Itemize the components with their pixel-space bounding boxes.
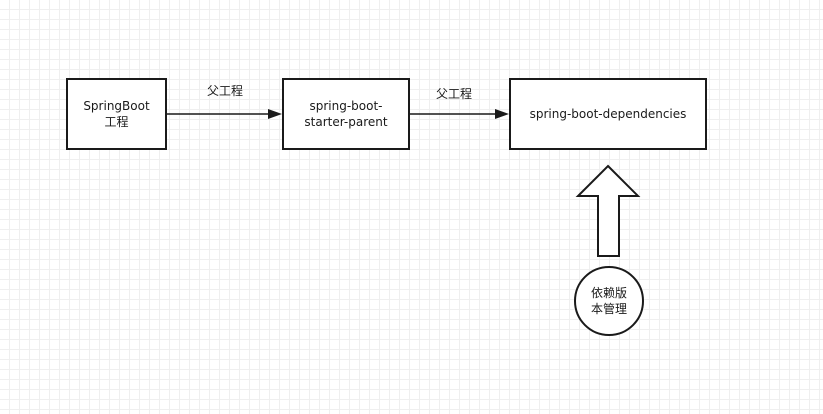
node-dependencies: spring-boot-dependencies	[509, 78, 707, 150]
node-dependencies-label: spring-boot-dependencies	[529, 107, 687, 121]
node-version-management: 依赖版 本管理	[574, 266, 644, 336]
node-starter-parent-label: spring-boot- starter-parent	[304, 99, 388, 129]
node-starter-parent: spring-boot- starter-parent	[282, 78, 410, 150]
edge-label-parent-2: 父工程	[436, 87, 473, 101]
node-version-management-label: 依赖版 本管理	[590, 286, 627, 316]
edge-springboot-to-parent-arrowhead	[268, 109, 282, 119]
edge-label-parent-1: 父工程	[207, 84, 244, 98]
edge-parent-to-dependencies-arrowhead	[495, 109, 509, 119]
block-up-arrow	[575, 164, 641, 257]
node-springboot-project-label: SpringBoot 工程	[83, 99, 150, 129]
node-springboot-project: SpringBoot 工程	[66, 78, 167, 150]
